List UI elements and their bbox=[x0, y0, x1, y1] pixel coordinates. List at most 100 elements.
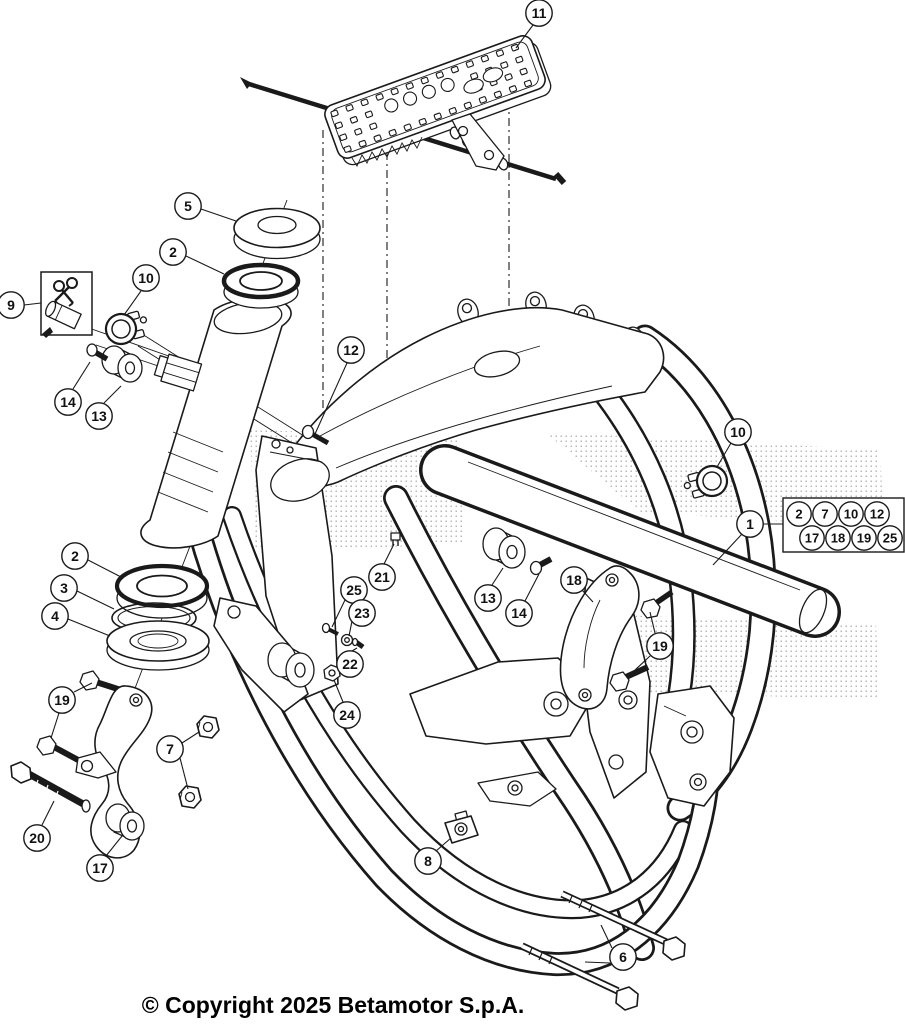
callout-11: 11 bbox=[515, 0, 553, 49]
svg-text:14: 14 bbox=[511, 605, 527, 621]
callout-25: 25 bbox=[331, 576, 368, 628]
part-8-nut-plate bbox=[444, 810, 479, 844]
lock-screw-tip bbox=[42, 327, 53, 338]
part-6-bolt-a bbox=[560, 890, 686, 961]
svg-text:17: 17 bbox=[92, 860, 108, 876]
callout-24: 24 bbox=[333, 679, 361, 729]
part-4-seal bbox=[106, 620, 210, 671]
part-19-bolt-d bbox=[640, 589, 674, 619]
rod-arrow-tip bbox=[240, 77, 252, 89]
svg-text:12: 12 bbox=[343, 342, 359, 358]
callout-8: 8 bbox=[414, 837, 452, 875]
svg-text:18: 18 bbox=[831, 531, 845, 546]
part-6-bolt-b bbox=[520, 942, 639, 1011]
part-11-footrest bbox=[240, 35, 567, 185]
part-14-screw-center bbox=[529, 556, 553, 576]
callout-2: 2 bbox=[159, 238, 225, 275]
part-19-bolt-b bbox=[36, 735, 82, 764]
part-17-bracket bbox=[75, 685, 153, 859]
part-19-bolt-c bbox=[609, 664, 650, 692]
wing-plate bbox=[477, 771, 557, 807]
svg-text:10: 10 bbox=[138, 270, 154, 286]
footrest-plate bbox=[324, 35, 552, 166]
svg-text:10: 10 bbox=[844, 507, 858, 522]
svg-text:18: 18 bbox=[566, 572, 582, 588]
bottom-bracket-plate bbox=[409, 657, 597, 745]
keys-icon bbox=[53, 277, 78, 307]
frame-body bbox=[185, 291, 841, 977]
callout-10: 10 bbox=[123, 264, 160, 316]
part-24-nut bbox=[323, 664, 341, 682]
part-7-nut-b bbox=[178, 785, 202, 809]
screw-12 bbox=[301, 424, 330, 446]
part-13-bushing-center bbox=[482, 527, 526, 569]
svg-text:7: 7 bbox=[821, 507, 828, 522]
svg-text:24: 24 bbox=[339, 707, 355, 723]
part-5-dust-cover bbox=[233, 207, 321, 260]
svg-text:12: 12 bbox=[870, 507, 884, 522]
lower-left-bracket bbox=[213, 597, 315, 713]
callout-14: 14 bbox=[505, 573, 540, 627]
callout-7: 7 bbox=[156, 731, 200, 790]
svg-text:14: 14 bbox=[60, 394, 76, 410]
svg-text:7: 7 bbox=[166, 741, 174, 757]
svg-text:4: 4 bbox=[51, 608, 59, 624]
part-2-upper-bearing bbox=[221, 262, 301, 309]
part-9-lock-kit bbox=[40, 271, 93, 338]
serrated-edge bbox=[351, 136, 423, 167]
callout-21: 21 bbox=[368, 543, 396, 591]
part-14-screw-left bbox=[86, 343, 109, 362]
svg-text:3: 3 bbox=[60, 580, 68, 596]
steering-boss bbox=[153, 353, 203, 392]
callout-14: 14 bbox=[54, 361, 91, 416]
svg-text:19: 19 bbox=[54, 692, 70, 708]
svg-text:17: 17 bbox=[805, 531, 819, 546]
callout-18: 18 bbox=[560, 566, 594, 603]
svg-text:2: 2 bbox=[795, 507, 802, 522]
svg-text:2: 2 bbox=[71, 548, 79, 564]
svg-text:13: 13 bbox=[480, 590, 496, 606]
legend-item-18 bbox=[825, 525, 851, 551]
svg-text:9: 9 bbox=[7, 297, 15, 313]
svg-text:5: 5 bbox=[184, 198, 192, 214]
svg-text:6: 6 bbox=[619, 949, 627, 965]
svg-text:19: 19 bbox=[857, 531, 871, 546]
part-10-clamp-left bbox=[104, 310, 148, 346]
svg-text:10: 10 bbox=[730, 424, 746, 440]
callout-10: 10 bbox=[716, 418, 752, 468]
legend-item-25 bbox=[877, 525, 903, 551]
callout-5: 5 bbox=[174, 192, 237, 222]
svg-text:19: 19 bbox=[652, 638, 668, 654]
svg-text:22: 22 bbox=[342, 656, 358, 672]
legend-item-10 bbox=[838, 501, 864, 527]
part-10-clamp-right bbox=[683, 464, 729, 499]
legend-item-7 bbox=[812, 501, 838, 527]
callout-layer: 1152109141312102342125231314182224191972… bbox=[0, 0, 905, 971]
svg-text:11: 11 bbox=[532, 5, 547, 21]
svg-text:20: 20 bbox=[29, 830, 45, 846]
legend-item-19 bbox=[851, 525, 877, 551]
part-22-pin bbox=[351, 637, 365, 650]
projection-lines bbox=[322, 100, 510, 445]
legend-item-12 bbox=[864, 501, 890, 527]
part-23-washer bbox=[340, 633, 354, 647]
svg-text:8: 8 bbox=[424, 853, 432, 869]
callout-13: 13 bbox=[85, 385, 122, 430]
callout-6: 6 bbox=[584, 924, 637, 971]
svg-text:25: 25 bbox=[346, 582, 362, 598]
steering-head-tube bbox=[140, 297, 292, 549]
part-25-screw bbox=[321, 622, 339, 636]
gusset-plate bbox=[255, 435, 339, 701]
callout-19: 19 bbox=[633, 611, 674, 672]
callout-2: 2 bbox=[61, 542, 122, 578]
svg-text:13: 13 bbox=[91, 408, 107, 424]
callout-23: 23 bbox=[348, 599, 376, 637]
callout-12: 12 bbox=[314, 336, 365, 435]
svg-text:2: 2 bbox=[169, 244, 177, 260]
cross-tube bbox=[419, 444, 841, 638]
part-20-pin bbox=[10, 761, 91, 813]
part-18-bracket bbox=[559, 565, 640, 710]
